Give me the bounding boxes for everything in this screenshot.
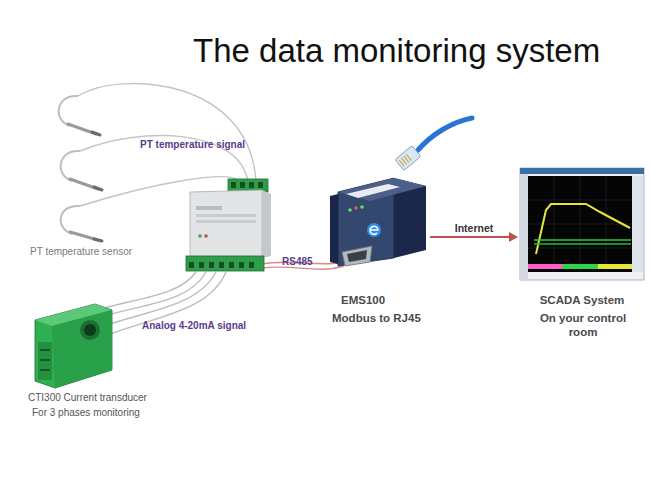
rj45-cable-part-part — [406, 154, 411, 160]
pt-probe-part — [61, 206, 80, 234]
dam-module-part — [198, 234, 202, 238]
ems100-device-part — [367, 223, 381, 237]
current-transducer-part — [38, 342, 52, 380]
ems100-device-part — [330, 194, 338, 264]
current-transducer — [35, 304, 112, 388]
transducer-device: CTI300 Current transducerFor 3 phases mo… — [25, 298, 170, 423]
gateway-device: EMS100Modbus to RJ45 — [328, 165, 430, 333]
current-transducer-part — [40, 359, 50, 361]
ems100-device — [330, 178, 426, 266]
ems100-device-part — [370, 226, 378, 234]
signal-label: RS485 — [282, 256, 332, 269]
ems100-device-part — [360, 205, 364, 209]
scada-screen-part — [632, 176, 643, 272]
edge-label: Internet — [455, 222, 494, 235]
current-transducer-part — [52, 310, 112, 388]
pt-probe-part — [61, 151, 80, 181]
ems100-device-part — [348, 208, 352, 212]
pt-probe-part — [59, 96, 78, 126]
rj45-cable-part — [418, 118, 472, 150]
ems100-device-part — [347, 250, 367, 262]
diagram-title: The data monitoring system — [193, 30, 633, 71]
dam-module-part — [258, 182, 263, 188]
current-transducer-part — [40, 349, 50, 351]
scada-screen-part — [528, 264, 562, 269]
scada-screen-part — [606, 176, 607, 272]
scada-screen-part — [534, 239, 631, 241]
node-caption: SCADA System — [518, 293, 646, 307]
node-caption: EMS100 — [341, 293, 430, 307]
sensor-group: PT temperature sensor — [25, 80, 150, 260]
signal-label: Analog 4-20mA signal — [142, 320, 272, 333]
dam-module-part — [204, 234, 208, 238]
scada-screen-part — [520, 174, 528, 280]
ems100-device-part — [338, 178, 426, 201]
scada-screen-part — [562, 264, 598, 269]
dam-module-part — [196, 206, 222, 210]
arrow-line — [430, 236, 510, 238]
ems100-device-part — [346, 184, 400, 198]
dam-module-part — [249, 182, 254, 188]
dam-module-part — [231, 182, 236, 188]
node-caption: CTI300 Current transducer — [28, 392, 168, 405]
pt-probe — [59, 96, 102, 241]
dam-module-part — [196, 214, 256, 217]
dam-module-part — [240, 182, 245, 188]
scada-screen-part — [520, 168, 644, 280]
dam-module-part — [199, 262, 204, 268]
rj45-cable-part-part — [395, 146, 421, 171]
signal-label: PT temperature signal — [140, 139, 260, 152]
dam-module-part — [189, 262, 194, 268]
scada-node: SCADA System On your control room — [518, 165, 646, 350]
pt-probe-part — [94, 187, 102, 190]
scada-screen-part — [598, 264, 632, 269]
rj45-cable — [395, 118, 472, 170]
scada-screen-part — [580, 176, 581, 272]
scada-screen-part — [534, 243, 631, 245]
scada-screen-part — [554, 176, 555, 272]
current-transducer-part — [80, 320, 100, 340]
dam-module-part — [186, 256, 264, 271]
pt-probe-part — [92, 132, 100, 135]
dam-module-part — [219, 262, 224, 268]
node-caption: On your control room — [533, 311, 633, 340]
node-caption: Modbus to RJ45 — [332, 311, 430, 325]
dam-module-part — [262, 190, 271, 258]
pt-probe-part — [94, 239, 102, 241]
scada-screen-part — [528, 176, 632, 272]
dam-module-part — [249, 262, 254, 268]
dam-module-part — [209, 262, 214, 268]
ems100-device-part — [342, 246, 372, 266]
dam-module-part — [239, 262, 244, 268]
node-caption: PT temperature sensor — [30, 246, 150, 259]
dam-module-part — [196, 220, 256, 223]
scada-screen-part — [536, 204, 630, 254]
dam-module — [186, 179, 271, 271]
current-transducer-part — [40, 369, 50, 371]
rj45-cable-part — [395, 146, 421, 171]
scada-screen — [520, 168, 644, 280]
dam-module-part — [229, 262, 234, 268]
dam-module-part — [190, 190, 262, 260]
arrow-head — [509, 232, 518, 242]
ems100-device-part — [354, 206, 358, 210]
node-caption: For 3 phases monitoring — [32, 407, 168, 420]
scada-screen-part — [520, 168, 644, 174]
current-transducer-part — [35, 304, 112, 388]
sensor-cable-part — [78, 83, 256, 182]
current-transducer-part — [84, 324, 96, 336]
